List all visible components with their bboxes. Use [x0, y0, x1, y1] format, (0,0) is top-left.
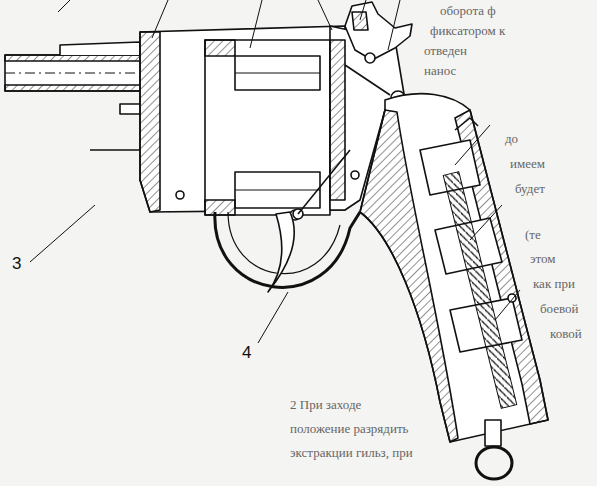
page-text: будет	[515, 182, 545, 196]
page-text: фиксатором к	[430, 24, 505, 38]
page-text: экстракции гильз, при	[290, 446, 413, 460]
page-text: этом	[530, 252, 556, 266]
page-text: нанос	[424, 64, 456, 78]
page-text: как при	[533, 277, 575, 291]
callout-number: 4	[240, 344, 253, 363]
page-text: (те	[525, 228, 541, 242]
page-text: оборота ф	[440, 4, 496, 18]
callout-number: 3	[10, 255, 23, 274]
page-text: отведен	[424, 44, 467, 58]
page-text: 2 При заходе	[290, 398, 361, 412]
page-text: имеем	[510, 157, 545, 171]
page-text: ковой	[550, 327, 582, 341]
page-text: положение разрядить	[290, 422, 409, 436]
page-text: боевой	[540, 302, 579, 316]
page-text: до	[505, 132, 518, 146]
